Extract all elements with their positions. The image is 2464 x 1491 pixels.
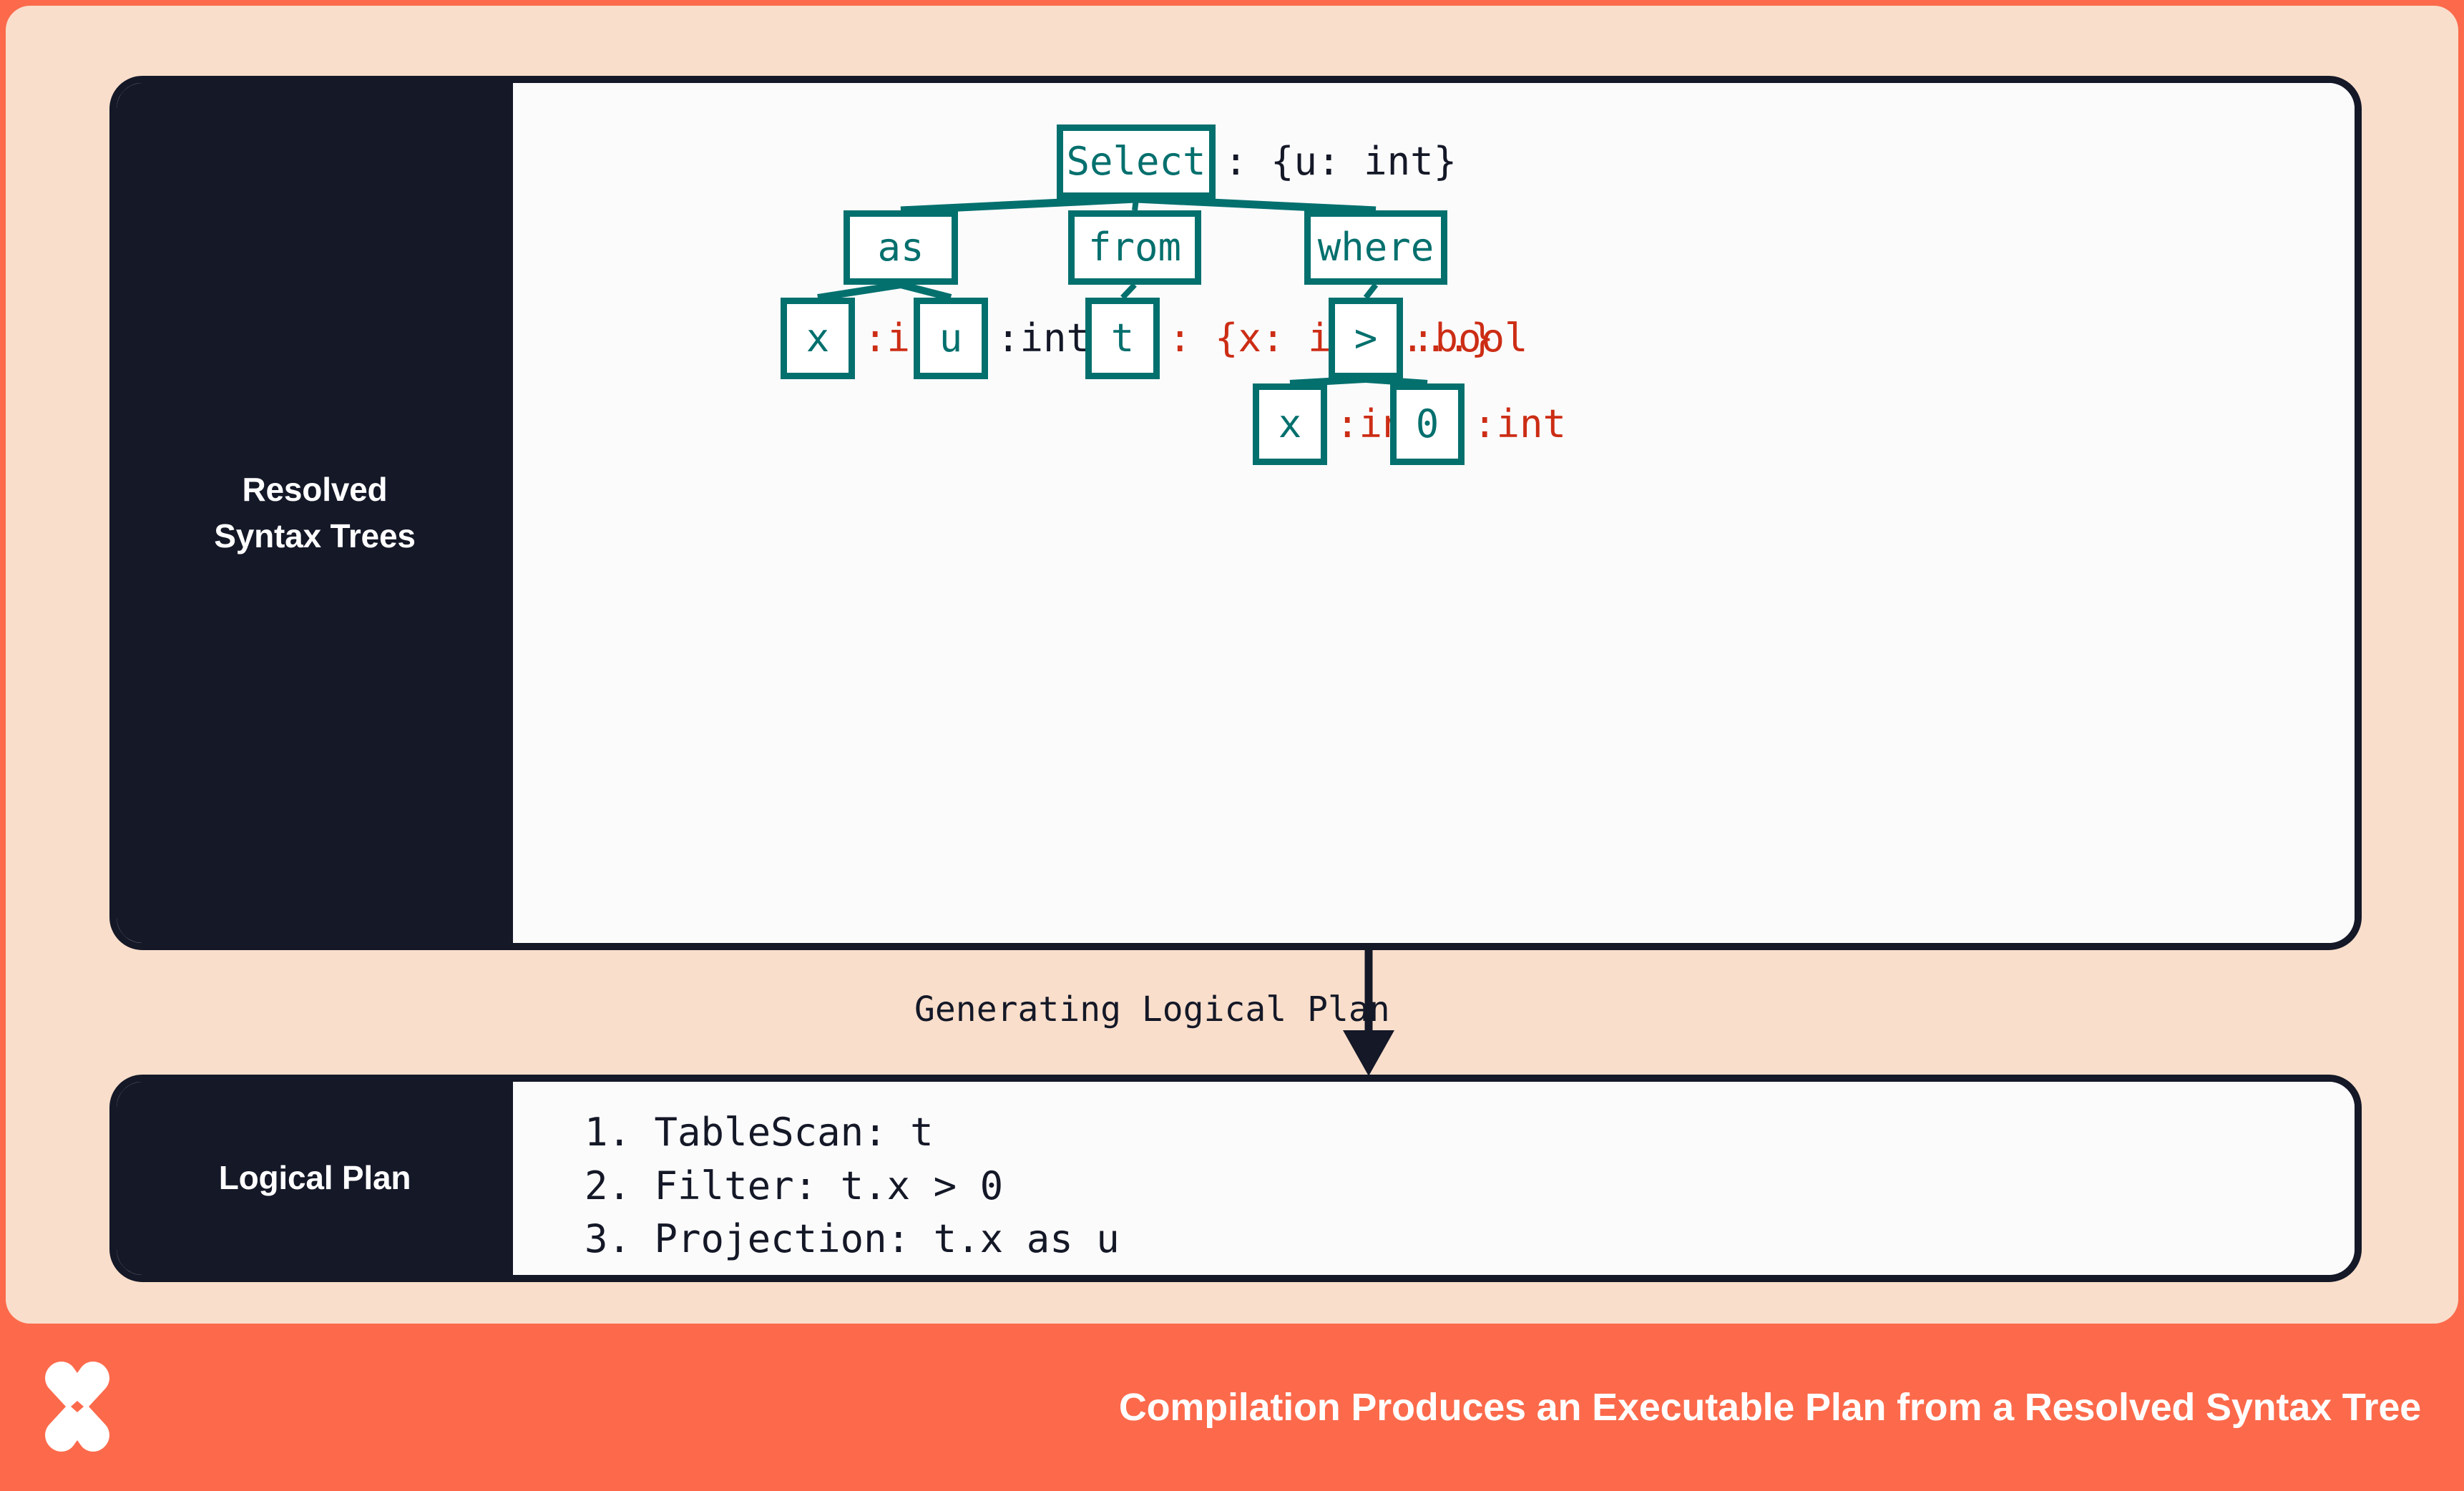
resolved-syntax-trees-panel: Resolved Syntax Trees — [109, 76, 2362, 950]
tree-node-label: as — [877, 225, 924, 270]
panel-label-line-1: Resolved — [242, 470, 388, 508]
type-annotation-gt: :bool — [1412, 316, 1528, 361]
type-annotation-zero: :int — [1473, 401, 1567, 446]
logical-plan-label: Logical Plan — [117, 1082, 513, 1275]
tree-node-x1[interactable]: x — [781, 298, 855, 379]
tree-node-label: x — [1278, 401, 1302, 446]
tree-node-label: x — [806, 316, 830, 361]
tree-node-zero[interactable]: 0 — [1390, 383, 1465, 465]
logical-plan-step: 2. Filter: t.x > 0 — [585, 1163, 1004, 1208]
tree-node-label: u — [939, 316, 963, 361]
tree-node-label: where — [1317, 225, 1434, 270]
tree-node-label: t — [1110, 316, 1135, 361]
logical-plan-panel: Logical Plan 1. TableScan: t 2. Filter: t… — [109, 1075, 2362, 1282]
tree-node-u[interactable]: u — [914, 298, 988, 379]
panel-label-line-2: Syntax Trees — [214, 517, 416, 554]
poster-canvas: Resolved Syntax Trees — [6, 6, 2458, 1324]
connector-label: Generating Logical Plan — [914, 989, 1390, 1030]
tree-node-t[interactable]: t — [1085, 298, 1160, 379]
tree-node-label: Select — [1066, 139, 1206, 184]
tree-node-label: 0 — [1415, 401, 1439, 446]
tree-node-x2[interactable]: x — [1253, 383, 1327, 465]
type-annotation-select: : {u: int} — [1224, 139, 1457, 184]
tree-node-as[interactable]: as — [844, 210, 958, 285]
logical-plan-steps: 1. TableScan: t 2. Filter: t.x > 0 3. Proj… — [513, 1082, 2355, 1266]
tree-node-select[interactable]: Select — [1057, 124, 1216, 199]
pipeline-connector: Generating Logical Plan — [109, 950, 2362, 1079]
footer-bar: Compilation Produces an Executable Plan … — [0, 1324, 2464, 1491]
logical-plan-step: 3. Projection: t.x as u — [585, 1216, 1120, 1262]
tree-edges — [817, 195, 1428, 387]
tree-node-label: from — [1087, 225, 1182, 270]
type-annotation-u: :int — [997, 316, 1090, 361]
logical-plan-step: 1. TableScan: t — [585, 1110, 934, 1155]
tree-node-label: > — [1354, 316, 1378, 361]
tree-node-from[interactable]: from — [1068, 210, 1201, 285]
butterfly-x-logo-icon — [45, 1362, 109, 1452]
tree-node-gt[interactable]: > — [1329, 298, 1403, 379]
tree-node-where[interactable]: where — [1304, 210, 1447, 285]
resolved-syntax-trees-label: Resolved Syntax Trees — [117, 83, 513, 943]
footer-caption: Compilation Produces an Executable Plan … — [1118, 1386, 2421, 1429]
connector-arrow-icon — [1343, 950, 1394, 1076]
logical-plan-body: 1. TableScan: t 2. Filter: t.x > 0 3. Proj… — [513, 1082, 2355, 1275]
